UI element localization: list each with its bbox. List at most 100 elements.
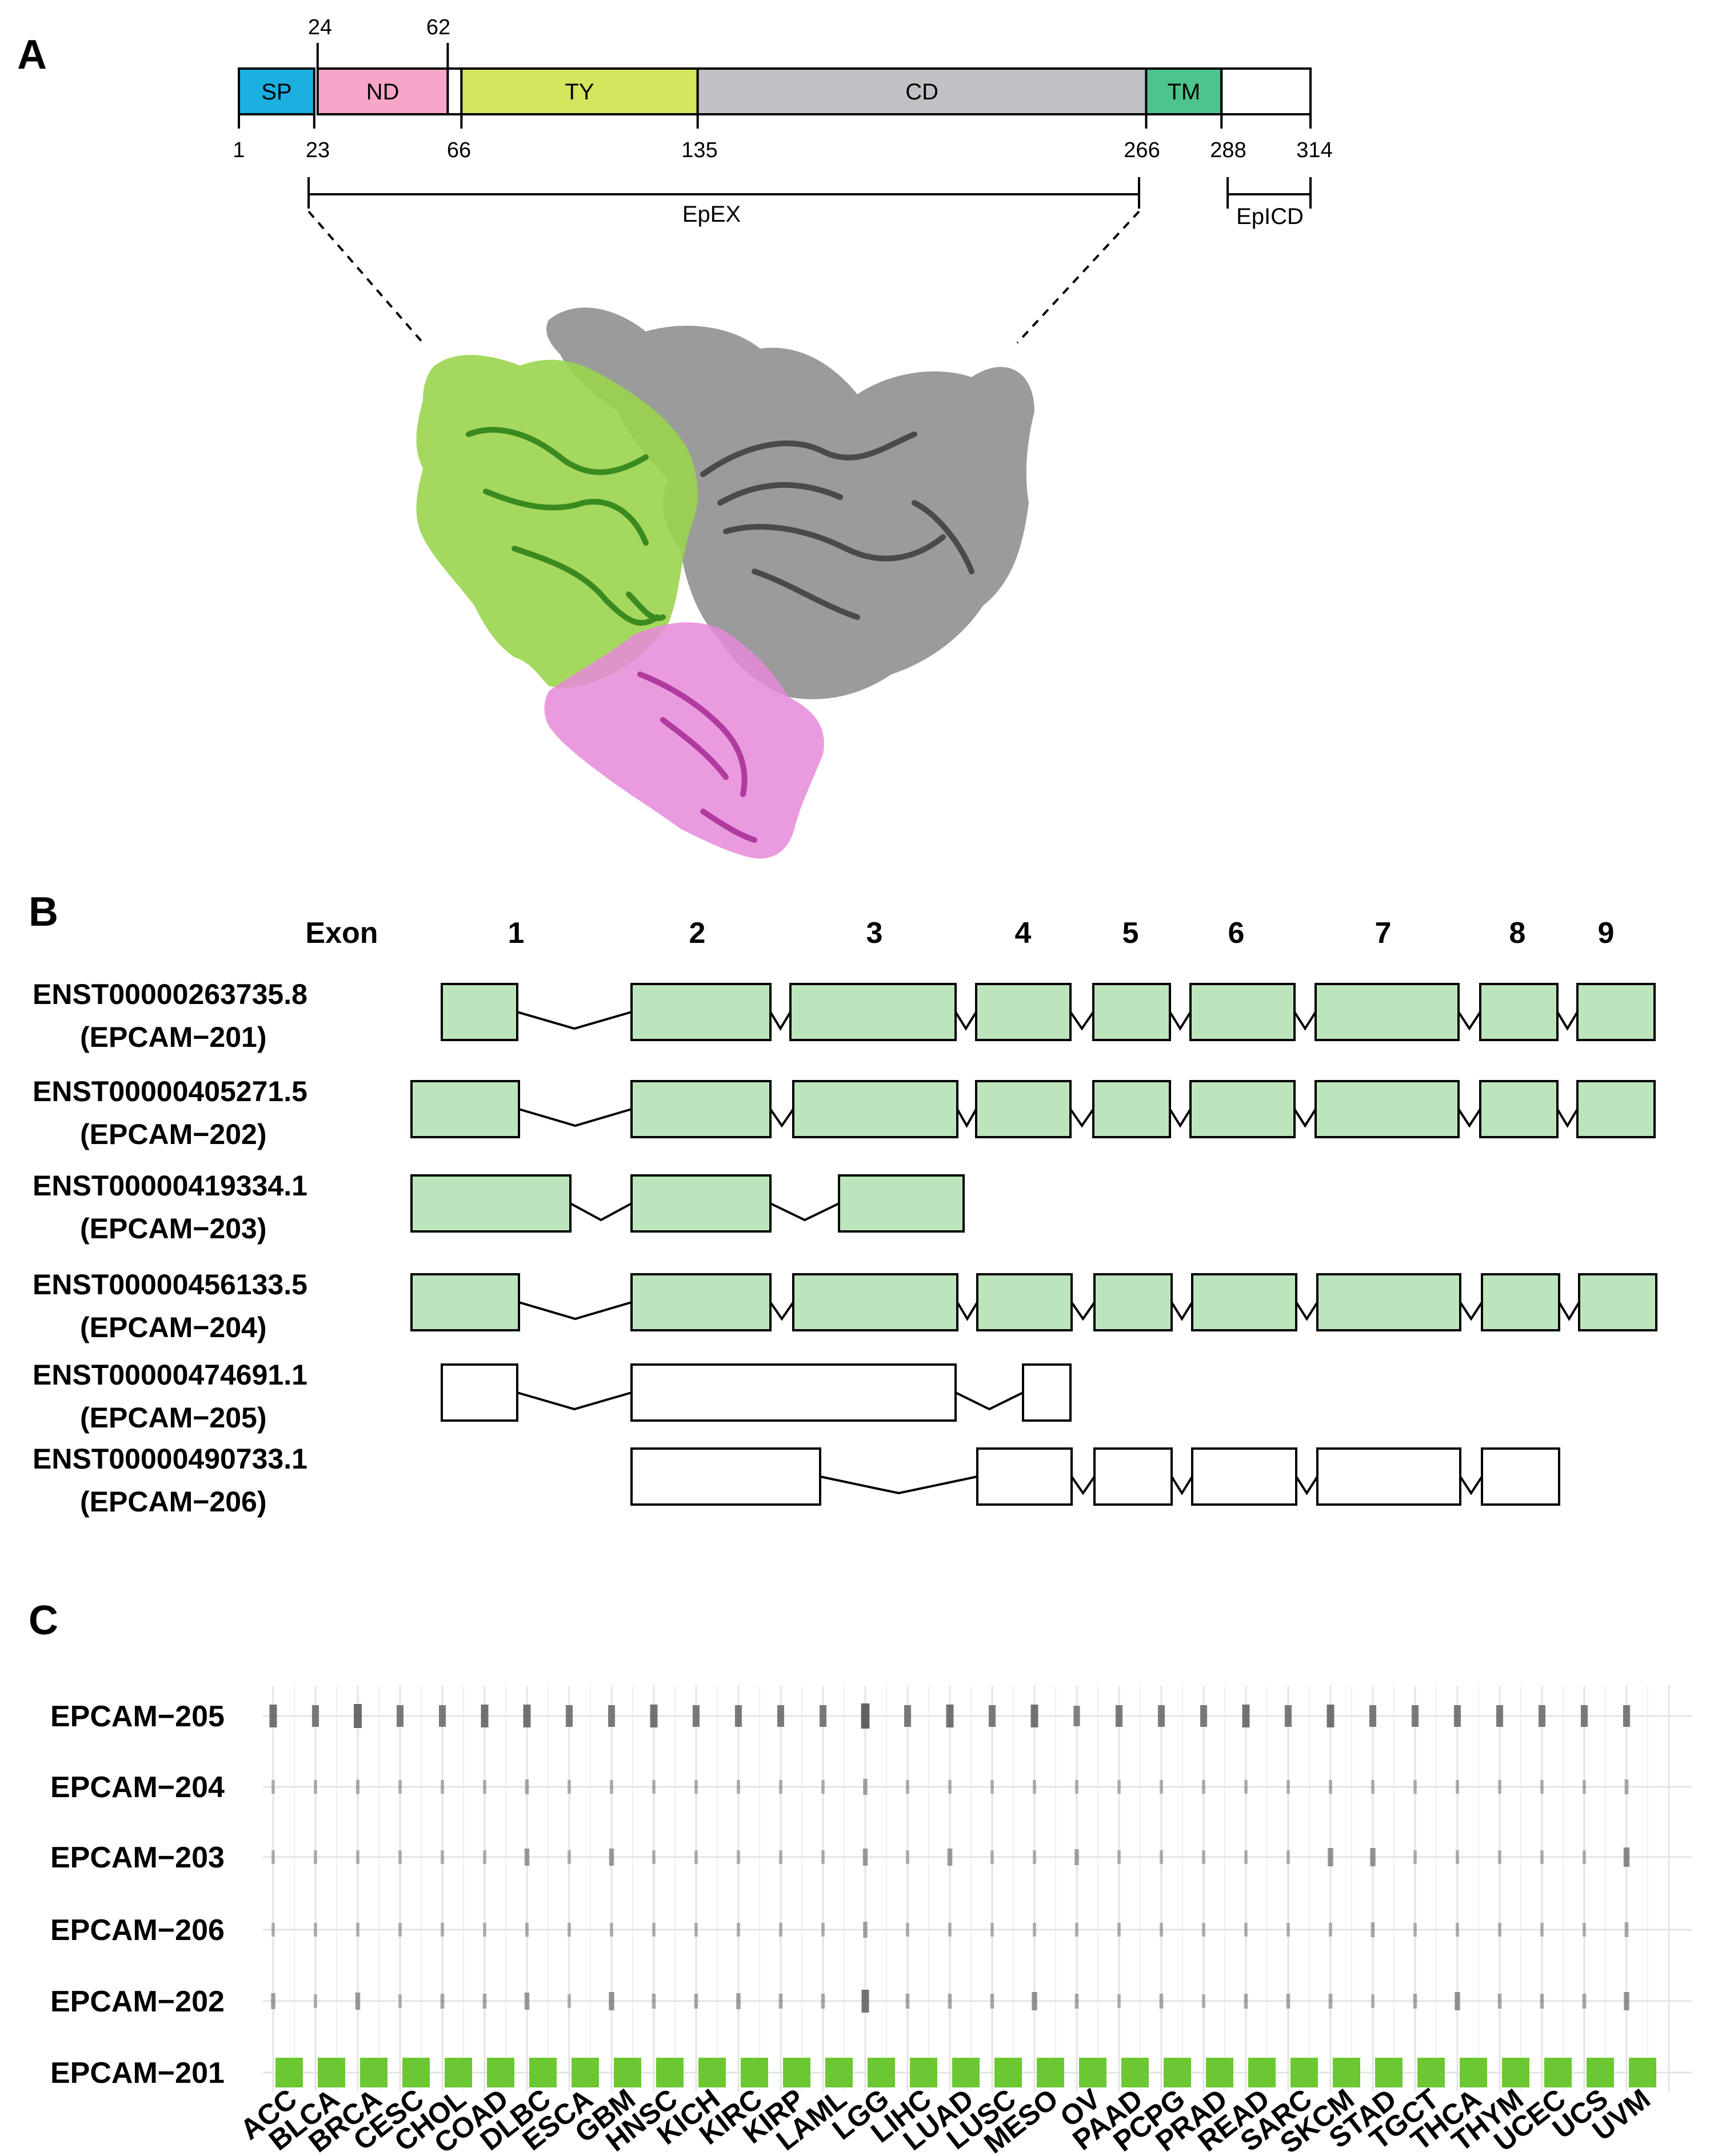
heat-cell xyxy=(652,1994,656,2009)
nd-domain-surface xyxy=(544,622,824,859)
heat-cell xyxy=(1030,1705,1038,1727)
heat-cell xyxy=(863,1922,868,1938)
heat-cell xyxy=(990,1850,994,1864)
heat-cell xyxy=(652,1923,656,1937)
intron-line xyxy=(1295,1301,1319,1321)
heat-cell xyxy=(736,1993,741,2009)
heat-cell xyxy=(910,2058,937,2087)
exon-box xyxy=(1315,983,1460,1041)
intron-line xyxy=(1295,1475,1319,1495)
exon-box xyxy=(976,1273,1073,1331)
heat-cell xyxy=(1287,1780,1290,1794)
heat-cell xyxy=(906,1923,909,1937)
row-label: EPCAM−206 xyxy=(50,1914,225,1947)
transcript-id: ENST00000263735.8 xyxy=(33,978,307,1010)
heat-cell xyxy=(1540,1780,1544,1794)
heat-cell xyxy=(868,2058,895,2087)
heat-cell xyxy=(948,1923,952,1937)
heat-cell xyxy=(1079,2058,1106,2087)
heat-cell xyxy=(524,1849,530,1866)
heat-cell xyxy=(821,1994,825,2009)
domain-segment xyxy=(446,67,463,115)
heat-cell xyxy=(609,1849,614,1866)
exon-number: 8 xyxy=(1509,917,1526,950)
heat-cell xyxy=(1544,2058,1572,2087)
exon-header: Exon xyxy=(305,917,378,950)
heat-cell xyxy=(777,1705,785,1727)
transcript-name: (EPCAM−202) xyxy=(80,1118,267,1150)
intron-line xyxy=(954,1011,977,1031)
heat-cell xyxy=(487,2058,514,2087)
intron-line xyxy=(1170,1301,1193,1321)
heat-cell xyxy=(608,1705,616,1727)
heat-cell xyxy=(821,1780,825,1794)
exon-box xyxy=(630,1363,957,1422)
domain-label: TM xyxy=(1167,79,1200,105)
heat-cell xyxy=(1037,2058,1064,2087)
intron-line xyxy=(1169,1011,1192,1031)
heat-cell xyxy=(1244,1994,1248,2009)
heat-cell xyxy=(779,1850,782,1864)
heat-cell xyxy=(1629,2058,1656,2087)
exon-box xyxy=(1315,1080,1460,1138)
heat-cell xyxy=(354,1704,362,1728)
exon-box xyxy=(975,983,1072,1041)
transcript-name: (EPCAM−201) xyxy=(80,1021,267,1053)
transcript-name: (EPCAM−206) xyxy=(80,1486,267,1518)
intron-line xyxy=(1459,1301,1483,1321)
heat-cell xyxy=(1032,1992,1037,2010)
heat-cell xyxy=(1202,1994,1205,2008)
exon-box xyxy=(1578,1273,1657,1331)
exon-structures xyxy=(410,983,1657,1506)
domain-segment xyxy=(460,67,699,115)
heat-cell xyxy=(1074,1994,1079,2009)
heat-cell xyxy=(483,1923,486,1937)
heat-cell xyxy=(271,1780,275,1794)
heat-cell xyxy=(483,1850,486,1864)
heat-cell xyxy=(1117,1923,1121,1937)
panel-b-label: B xyxy=(29,889,58,935)
intron-line xyxy=(1169,1108,1192,1128)
chart-row-labels: EPCAM−205EPCAM−204EPCAM−203EPCAM−206EPCA… xyxy=(50,1700,225,2090)
heat-cell xyxy=(1375,2058,1403,2087)
heat-cell xyxy=(1413,1850,1417,1864)
domain-label: SP xyxy=(261,79,291,105)
heat-cell xyxy=(1413,1923,1417,1937)
exon-box xyxy=(1316,1273,1461,1331)
heat-cell xyxy=(568,1850,571,1864)
heat-cell xyxy=(275,2058,303,2087)
heat-cell xyxy=(694,1994,698,2009)
exon-box xyxy=(1191,1273,1297,1331)
heat-cell xyxy=(1287,1850,1290,1864)
intron-line xyxy=(956,1109,977,1129)
heat-cell xyxy=(783,2058,810,2087)
heat-cell xyxy=(1333,2058,1360,2087)
heat-cell xyxy=(441,1850,444,1864)
heat-cell xyxy=(1117,1780,1121,1794)
heat-cell xyxy=(1074,1849,1079,1865)
heat-cell xyxy=(906,1780,909,1794)
tick-label-62: 62 xyxy=(426,15,450,39)
heat-cell xyxy=(1164,2058,1191,2087)
protein-structure xyxy=(416,307,1034,859)
heat-cell xyxy=(525,1922,529,1937)
heat-cell xyxy=(1157,1705,1165,1727)
heat-cell xyxy=(1498,1850,1501,1864)
panel-a-label: A xyxy=(17,32,47,78)
transcript-name: (EPCAM−205) xyxy=(80,1402,267,1434)
heat-cell xyxy=(572,2058,599,2087)
tick-label-266: 266 xyxy=(1124,138,1160,162)
heat-cell xyxy=(402,2058,430,2087)
heat-cell xyxy=(778,1994,783,2009)
intron-line xyxy=(956,1301,978,1321)
exon-box xyxy=(792,1080,958,1138)
heat-cell xyxy=(440,1994,445,2009)
transcript-id: ENST00000419334.1 xyxy=(33,1170,307,1202)
heat-cell xyxy=(568,1994,571,2008)
heat-cell xyxy=(825,2058,853,2087)
heat-cell xyxy=(1328,1848,1333,1866)
heat-cell xyxy=(1160,1780,1163,1794)
heat-cell xyxy=(356,1850,359,1864)
heat-cell xyxy=(1033,1923,1036,1937)
